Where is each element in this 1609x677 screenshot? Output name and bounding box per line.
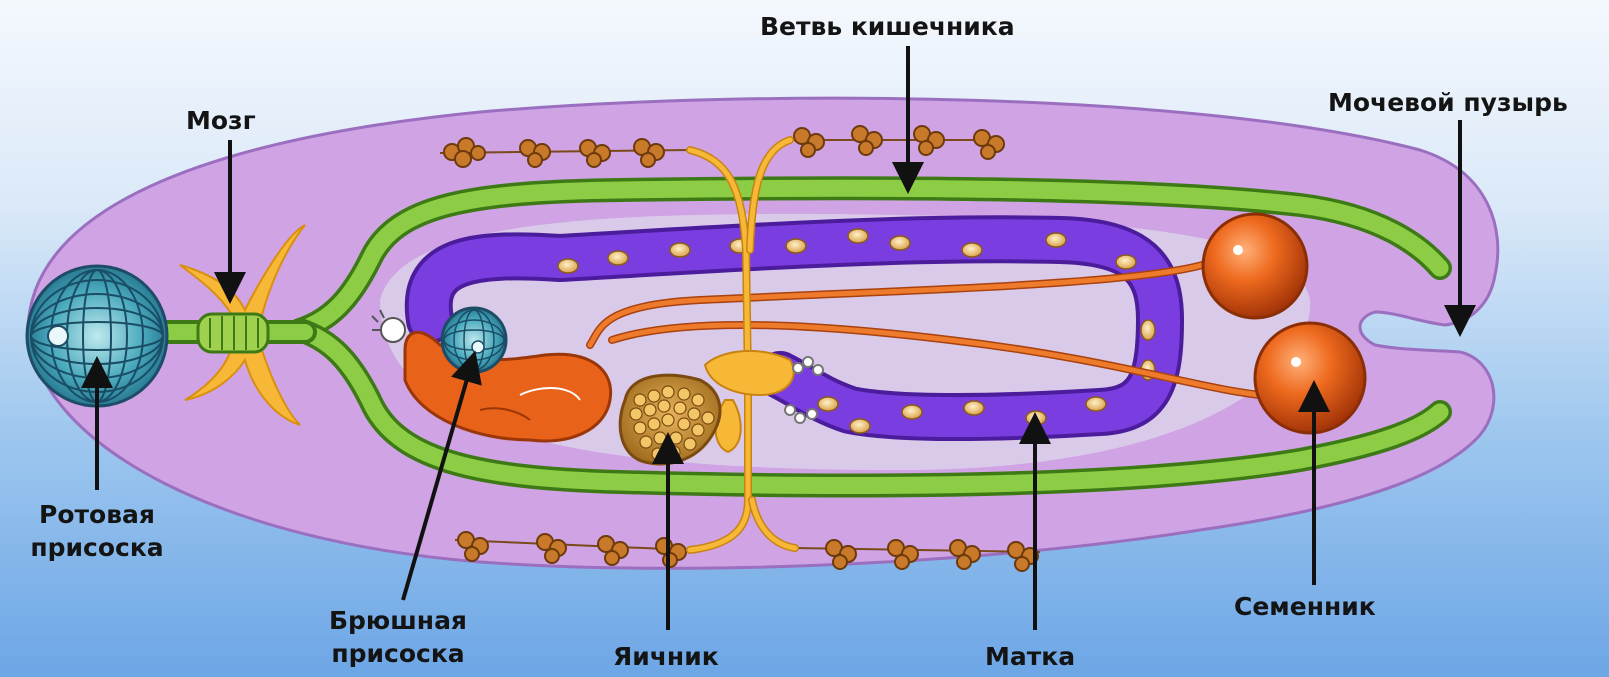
ventral-sucker-icon (442, 308, 506, 372)
label-brain: Мозг (186, 104, 256, 137)
label-bladder: Мочевой пузырь (1328, 86, 1568, 119)
label-oral-sucker-line1: Ротовая (14, 498, 180, 531)
label-oral-sucker: Ротовая присоска (14, 498, 180, 564)
label-intestine-branch: Ветвь кишечника (760, 10, 1015, 43)
label-testis: Семенник (1234, 590, 1376, 623)
label-ovary: Яичник (613, 640, 719, 673)
label-oral-sucker-line2: присоска (14, 531, 180, 564)
label-ventral-sucker-line1: Брюшная (318, 604, 478, 637)
label-ventral-sucker-line2: присоска (318, 637, 478, 670)
label-ventral-sucker: Брюшная присоска (318, 604, 478, 670)
label-uterus: Матка (985, 640, 1075, 673)
